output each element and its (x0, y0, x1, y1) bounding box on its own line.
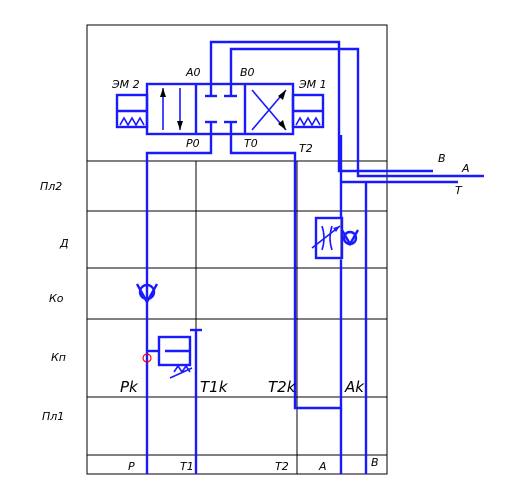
row-label-kp: Кп (51, 351, 66, 364)
relief-spring-icon (173, 364, 191, 374)
label-em1: ЭМ 1 (298, 78, 327, 91)
relief-adjust-arrow (169, 367, 193, 379)
throttle-check-valve (311, 216, 360, 260)
bottom-label-b: В (371, 456, 379, 469)
red-marker-icon (142, 353, 152, 363)
row-label-d: Д (59, 237, 69, 250)
bottom-label-p: Р (128, 460, 135, 473)
label-em2: ЭМ 2 (111, 78, 140, 91)
label-t0: Т0 (244, 137, 258, 150)
cross-arrow-head-1-icon (278, 120, 286, 130)
check-valve-ko (135, 283, 159, 305)
row-label-ko: Ко (49, 292, 64, 305)
throttle-curve-right (329, 225, 333, 251)
arrow-head-up-icon (160, 88, 166, 97)
port-label-ak: Ak (344, 378, 365, 396)
output-label-a: А (461, 162, 470, 175)
label-t2-valve: Т2 (299, 142, 313, 155)
bottom-label-a: А (318, 460, 327, 473)
valve-body (145, 82, 295, 136)
port-label-t2k: T2k (268, 378, 297, 396)
throttle-block (314, 216, 344, 260)
bottom-label-t1: Т1 (180, 460, 194, 473)
check-valve-seat (135, 283, 159, 305)
label-a0: А0 (185, 66, 201, 79)
output-label-b: В (438, 152, 446, 165)
spring-right-icon (295, 116, 321, 127)
label-p0: Р0 (186, 137, 200, 150)
hydraulic-lines (145, 40, 484, 474)
line-a0-to-b-output (209, 40, 433, 173)
check-valve-ball-icon (138, 283, 156, 301)
label-b0: В0 (240, 66, 255, 79)
bottom-label-t2: Т2 (275, 460, 289, 473)
line-b0-to-a-output (229, 47, 484, 178)
row-label-pl1: Пл1 (42, 410, 64, 423)
relief-valve (142, 328, 202, 379)
port-label-t1k: T1k (200, 378, 229, 396)
grid-outer-border (86, 24, 388, 475)
throttle-adjust-arrowhead-icon (333, 226, 340, 232)
cross-arrow-head-2-icon (278, 90, 286, 100)
output-label-t: Т (455, 184, 463, 197)
line-t0-to-t2k (229, 134, 343, 410)
check-seat (340, 229, 360, 247)
row-label-pl2: Пл2 (40, 180, 62, 193)
spring-left-icon (119, 116, 145, 127)
arrow-head-down-icon (177, 121, 183, 130)
line-p0-to-p (145, 134, 213, 474)
directional-valve (115, 82, 325, 136)
port-label-pk: Pk (120, 378, 139, 396)
